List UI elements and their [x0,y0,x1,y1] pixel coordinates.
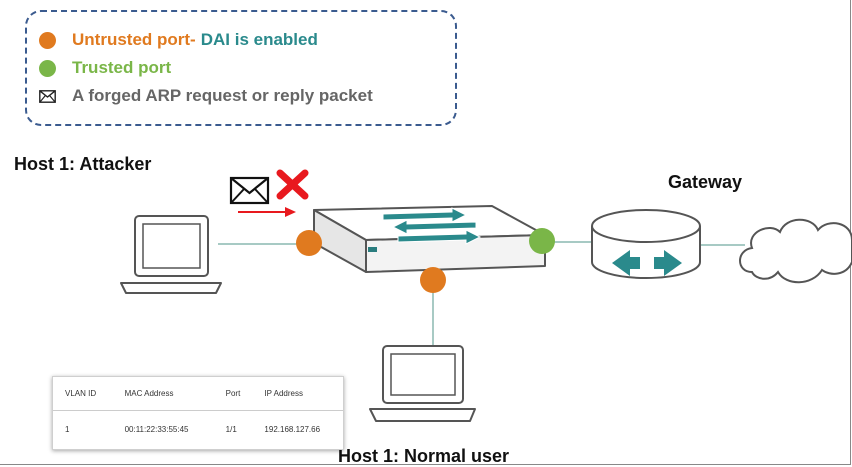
legend-trusted: Trusted port [39,56,171,80]
cloud-icon [739,218,852,284]
forged-packet-label: A forged ARP request or reply packet [72,86,373,105]
cell-port: 1/1 [225,424,237,434]
trusted-port-gateway [529,228,555,254]
attacker-laptop-icon [120,215,222,294]
dai-label: DAI is enabled [200,30,318,49]
cell-ip-address: 192.168.127.66 [264,424,321,434]
mac-binding-table: VLAN ID MAC Address Port IP Address 1 00… [52,376,344,450]
col-mac-address: MAC Address [112,377,214,411]
normal-user-laptop-icon [369,345,476,422]
switch-icon [313,205,546,273]
forged-packet-envelope-icon [229,176,270,205]
red-arrow-icon [238,207,296,217]
envelope-icon [39,89,56,103]
untrusted-port-dot [39,31,56,49]
red-x-icon [276,169,309,200]
legend-forged: A forged ARP request or reply packet [39,84,373,108]
normal-user-label: Host 1: Normal user [338,446,510,466]
attacker-label: Host 1: Attacker [14,154,152,174]
untrusted-label: Untrusted port- [72,30,196,49]
legend-box: Untrusted port- DAI is enabled Trusted p… [25,10,457,126]
untrusted-port-attacker [296,230,322,256]
col-vlan-id: VLAN ID [53,377,113,411]
trusted-port-dot [39,59,56,77]
cell-mac-address: 00:11:22:33:55:45 [124,424,189,434]
col-port: Port [213,377,253,411]
legend-untrusted: Untrusted port- DAI is enabled [39,28,318,52]
table-header-row: VLAN ID MAC Address Port IP Address [53,377,343,411]
router-icon [591,209,701,279]
gateway-label: Gateway [668,172,743,192]
table-row: 1 00:11:22:33:55:45 1/1 192.168.127.66 [53,411,343,448]
col-ip-address: IP Address [252,377,343,411]
untrusted-port-normal-user [420,267,446,293]
trusted-label: Trusted port [72,58,172,77]
cell-vlan-id: 1 [65,424,70,434]
